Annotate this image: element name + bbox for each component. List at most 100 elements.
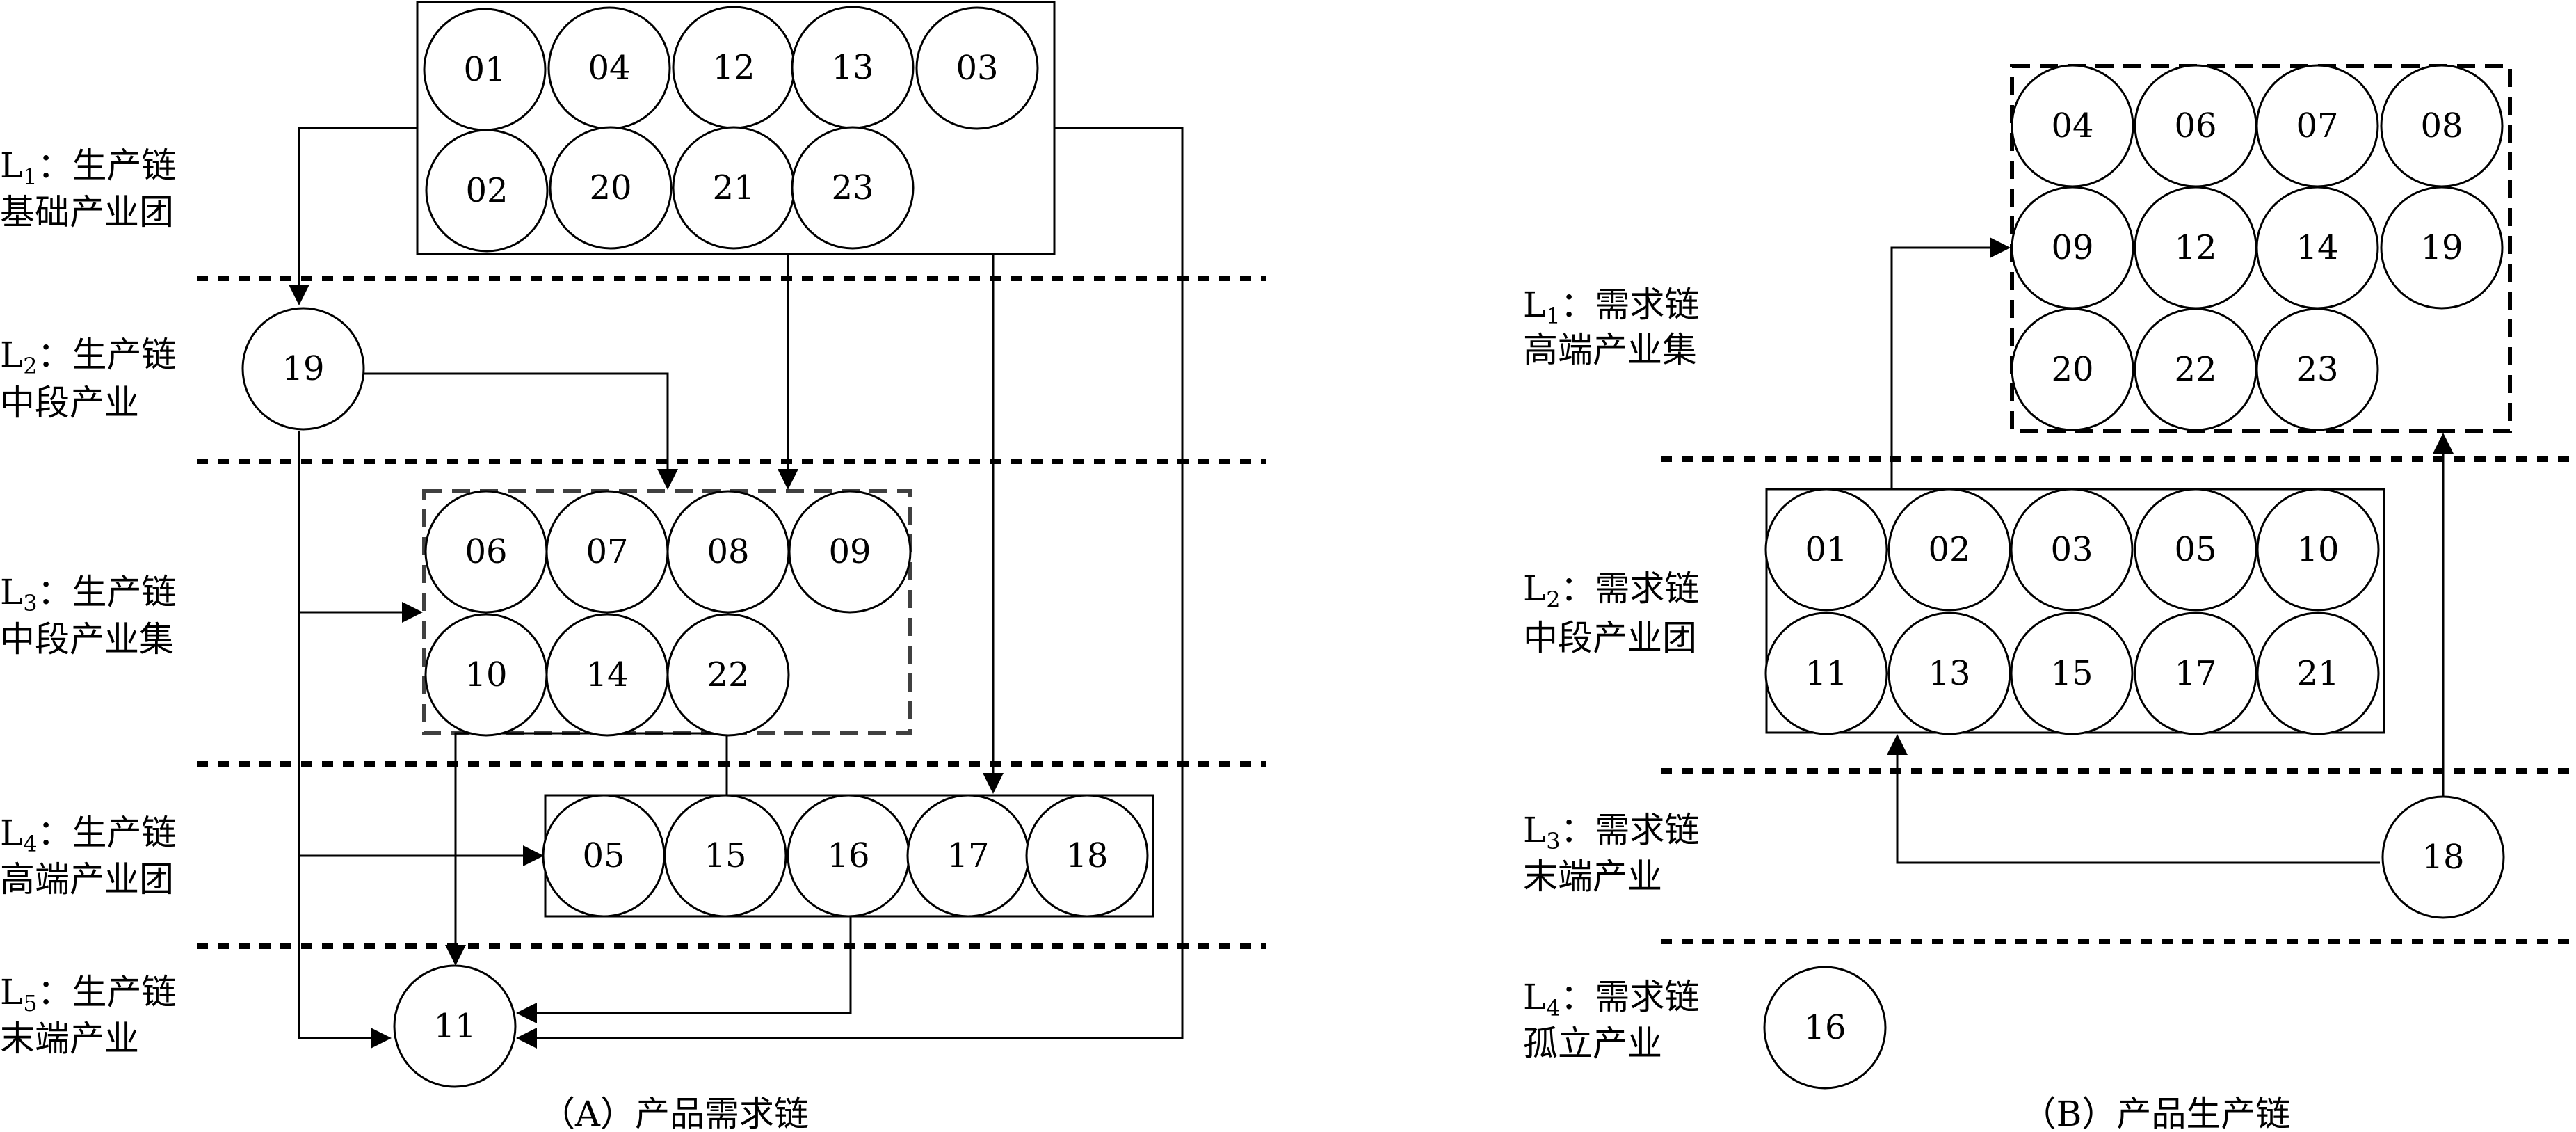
panel-b-level-1-name: 高端产业集 [1523, 330, 1697, 370]
svg-text:12: 12 [712, 48, 755, 87]
svg-text:15: 15 [704, 836, 746, 875]
svg-text:12: 12 [2174, 228, 2216, 267]
panel-b-level-4-label: L4：需求链 [1523, 977, 1700, 1021]
panel-b-level-2-label: L2：需求链 [1523, 568, 1700, 613]
svg-text:03: 03 [956, 49, 998, 88]
panel-a-l3-nodes: 06 07 08 09 10 14 22 [424, 490, 912, 737]
node-19: 19 [241, 307, 365, 431]
svg-text:02: 02 [1928, 530, 1970, 569]
panel-a-l5-nodes: 11 [393, 964, 517, 1088]
panel-a-l4-nodes: 05 15 16 17 18 [542, 794, 1149, 918]
node-15: 15 [663, 794, 787, 918]
svg-text:01: 01 [463, 50, 506, 89]
panel-a-edge-19-to-11 [298, 431, 392, 1049]
panel-a-level-2-label: L2：生产链 [0, 335, 177, 379]
svg-text:04: 04 [2051, 106, 2093, 145]
panel-b-level-labels: L1：需求链 高端产业集 L2：需求链 中段产业团 L3：需求链 末端产业 L4… [1523, 285, 1700, 1064]
panel-a-level-4-name: 高端产业团 [0, 859, 174, 900]
panel-a-level-5-name: 末端产业 [0, 1019, 139, 1059]
panel-a-edge-16-to-11 [516, 916, 852, 1023]
node-20: 20 [2011, 308, 2134, 431]
svg-text:06: 06 [2174, 106, 2216, 145]
svg-text:07: 07 [2296, 106, 2338, 145]
panel-a: L1：生产链 基础产业团 L2：生产链 中段产业 L3：生产链 中段产业集 L4… [0, 1, 1266, 1132]
node-17: 17 [2134, 612, 2257, 735]
svg-text:05: 05 [2174, 530, 2216, 569]
node-16: 16 [787, 794, 910, 918]
node-21: 21 [672, 126, 796, 250]
node-22: 22 [666, 613, 790, 737]
svg-text:19: 19 [282, 349, 324, 388]
node-14: 14 [545, 613, 669, 737]
svg-text:13: 13 [831, 48, 874, 87]
svg-text:01: 01 [1805, 530, 1847, 569]
panel-b-caption: （B）产品生产链 [2022, 1094, 2291, 1132]
node-01: 01 [423, 8, 547, 131]
node-06: 06 [2134, 64, 2257, 188]
node-15: 15 [2010, 612, 2134, 735]
svg-text:10: 10 [2296, 530, 2339, 569]
node-06: 06 [424, 490, 548, 614]
panel-b-edge-18-to-l2 [1887, 734, 2380, 864]
svg-text:15: 15 [2050, 654, 2093, 693]
node-05: 05 [2134, 488, 2257, 612]
panel-b-level-2-name: 中段产业团 [1523, 618, 1697, 658]
node-04: 04 [2011, 64, 2134, 188]
node-01: 01 [1764, 488, 1888, 612]
node-08: 08 [666, 490, 790, 614]
panel-b-l2-nodes: 01 02 03 05 10 11 13 15 17 21 [1764, 488, 2380, 735]
svg-text:06: 06 [465, 532, 507, 571]
panel-b: L1：需求链 高端产业集 L2：需求链 中段产业团 L3：需求链 末端产业 L4… [1523, 64, 2576, 1132]
node-14: 14 [2255, 186, 2379, 310]
panel-b-l3-nodes: 18 [2381, 795, 2505, 919]
panel-b-l4-nodes: 16 [1763, 966, 1887, 1090]
panel-a-level-labels: L1：生产链 基础产业团 L2：生产链 中段产业 L3：生产链 中段产业集 L4… [0, 145, 177, 1059]
node-18: 18 [1025, 794, 1149, 918]
node-19: 19 [2380, 186, 2504, 310]
panel-a-edge-l1-to-11 [516, 127, 1184, 1049]
node-20: 20 [549, 126, 673, 250]
panel-a-l2-nodes: 19 [241, 307, 365, 431]
svg-text:11: 11 [1805, 654, 1847, 693]
svg-text:17: 17 [947, 836, 989, 875]
node-23: 23 [791, 126, 915, 250]
panel-b-level-3-label: L3：需求链 [1523, 810, 1700, 854]
panel-b-edges [1887, 237, 2454, 864]
svg-text:22: 22 [2174, 350, 2216, 389]
svg-text:22: 22 [707, 655, 749, 694]
node-10: 10 [2256, 488, 2380, 612]
panel-b-edge-l2-to-l1 [1890, 237, 2011, 489]
svg-text:18: 18 [1065, 836, 1108, 875]
svg-text:14: 14 [2296, 228, 2338, 267]
svg-text:02: 02 [465, 171, 508, 210]
panel-a-l1-nodes: 01 04 12 13 03 02 20 21 23 [423, 6, 1039, 253]
svg-text:11: 11 [433, 1007, 476, 1046]
svg-text:03: 03 [2050, 530, 2093, 569]
node-03: 03 [915, 6, 1039, 130]
panel-a-edge-19-to-08 [360, 372, 678, 490]
svg-text:21: 21 [712, 168, 755, 207]
node-11: 11 [393, 964, 517, 1088]
node-22: 22 [2134, 308, 2257, 431]
panel-a-edges [289, 127, 1184, 1049]
node-10: 10 [424, 613, 548, 737]
svg-text:05: 05 [582, 836, 625, 875]
node-04: 04 [547, 6, 671, 130]
panel-a-level-1-name: 基础产业团 [0, 192, 174, 232]
panel-b-level-3-name: 末端产业 [1523, 856, 1662, 897]
node-12: 12 [2134, 186, 2257, 310]
node-13: 13 [791, 6, 915, 129]
svg-text:20: 20 [589, 168, 631, 207]
svg-text:21: 21 [2296, 654, 2339, 693]
node-11: 11 [1764, 612, 1888, 735]
panel-a-level-5-label: L5：生产链 [0, 972, 177, 1017]
node-05: 05 [542, 794, 666, 918]
svg-text:23: 23 [2296, 350, 2338, 389]
svg-text:09: 09 [2051, 228, 2093, 267]
node-07: 07 [545, 490, 669, 614]
svg-text:16: 16 [827, 836, 869, 875]
node-17: 17 [906, 794, 1030, 918]
node-08: 08 [2380, 64, 2504, 188]
panel-a-level-3-label: L3：生产链 [0, 572, 177, 616]
